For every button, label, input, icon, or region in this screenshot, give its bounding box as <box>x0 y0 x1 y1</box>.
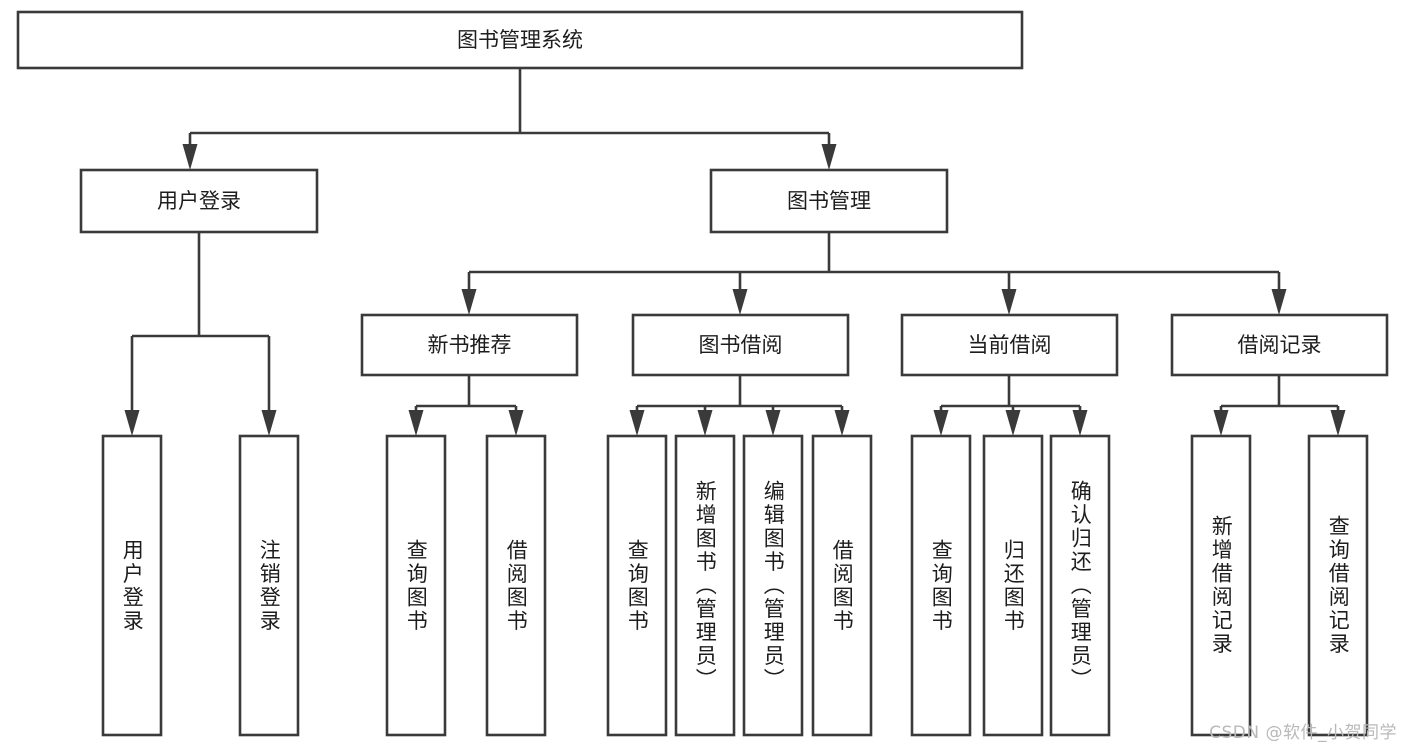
arrow-head-icon <box>182 144 198 170</box>
boxes-layer <box>16 10 1389 737</box>
leaf-node-leaf-query-borrow-record-box[interactable] <box>1307 434 1369 737</box>
arrow-head-icon <box>1330 410 1346 436</box>
root-node-box[interactable] <box>16 10 1024 70</box>
arrow-head-icon <box>821 144 837 170</box>
edge-borrow-to-leaves <box>629 375 850 436</box>
leaf-node-leaf-query-book-3-box[interactable] <box>910 434 972 737</box>
arrow-head-icon <box>933 410 949 436</box>
level3-node-borrow-record-box[interactable] <box>1170 313 1389 377</box>
arrow-head-icon <box>461 289 477 315</box>
arrow-head-icon <box>629 410 645 436</box>
leaf-node-leaf-add-borrow-record-box[interactable] <box>1190 434 1252 737</box>
leaf-node-leaf-borrow-book-1-box[interactable] <box>485 434 547 737</box>
arrow-head-icon <box>408 410 424 436</box>
level3-node-new-book-recommend-box[interactable] <box>360 313 579 377</box>
root-node-label: 图书管理系统 <box>457 28 583 52</box>
edge-user-login-to-leaves <box>124 232 277 436</box>
leaf-node-leaf-confirm-return-admin-box[interactable] <box>1049 434 1111 737</box>
arrow-head-icon <box>834 410 850 436</box>
leaf-node-leaf-add-book-admin-box[interactable] <box>674 434 736 737</box>
level3-node-current-borrow-label: 当前借阅 <box>968 333 1052 357</box>
arrow-head-icon <box>508 410 524 436</box>
arrow-head-icon <box>124 410 140 436</box>
edge-book-manage-to-level3 <box>461 232 1287 315</box>
arrow-head-icon <box>261 410 277 436</box>
level3-node-current-borrow-box[interactable] <box>900 313 1119 377</box>
level3-node-book-borrow-label: 图书借阅 <box>699 333 783 357</box>
edge-recommend-to-leaves <box>408 375 524 436</box>
edges-layer <box>124 68 1346 436</box>
arrow-head-icon <box>1213 410 1229 436</box>
arrow-head-icon <box>697 410 713 436</box>
level2-node-book-manage-box[interactable] <box>709 168 949 234</box>
arrow-head-icon <box>1001 289 1017 315</box>
leaf-node-leaf-return-book-box[interactable] <box>982 434 1044 737</box>
leaf-node-leaf-logout-login-box[interactable] <box>238 434 300 737</box>
level3-node-new-book-recommend-label: 新书推荐 <box>428 333 512 357</box>
arrow-head-icon <box>765 410 781 436</box>
arrow-head-icon <box>1271 289 1287 315</box>
edge-root-to-level2 <box>182 68 837 170</box>
arrow-head-icon <box>1005 410 1021 436</box>
arrow-head-icon <box>1072 410 1088 436</box>
leaf-node-leaf-query-book-1-box[interactable] <box>385 434 447 737</box>
level2-node-user-login-box[interactable] <box>79 168 319 234</box>
leaf-node-leaf-user-login-box[interactable] <box>101 434 163 737</box>
arrow-head-icon <box>732 289 748 315</box>
level2-node-book-manage-label: 图书管理 <box>787 189 871 213</box>
level3-node-book-borrow-box[interactable] <box>631 313 850 377</box>
level2-node-user-login-label: 用户登录 <box>157 189 241 213</box>
leaf-node-leaf-borrow-book-2-box[interactable] <box>811 434 873 737</box>
level3-node-borrow-record-label: 借阅记录 <box>1238 333 1322 357</box>
csdn-watermark: CSDN @软件_小贺同学 <box>1209 723 1397 743</box>
edge-current-to-leaves <box>933 375 1088 436</box>
leaf-node-leaf-edit-book-admin-box[interactable] <box>742 434 804 737</box>
edge-record-to-leaves <box>1213 375 1346 436</box>
leaf-node-leaf-query-book-2-box[interactable] <box>606 434 668 737</box>
